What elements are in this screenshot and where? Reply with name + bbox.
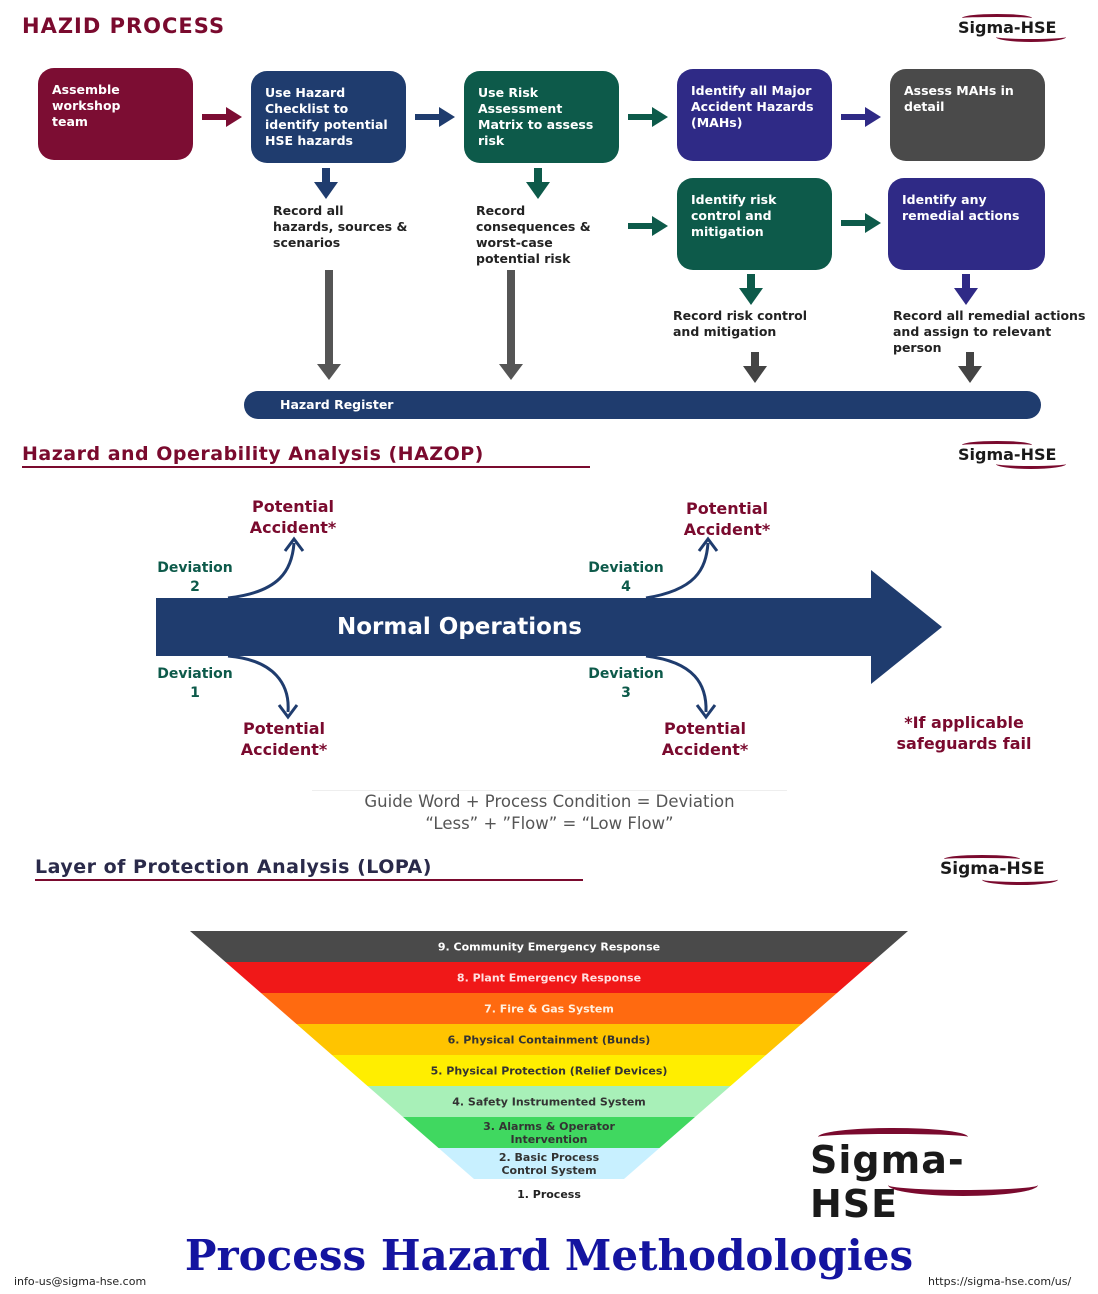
note-record-remedial: Record all remedial actions and assign t… [893, 308, 1086, 355]
hazop-title: Hazard and Operability Analysis (HAZOP) [22, 443, 484, 465]
lopa-funnel: 9. Community Emergency Response 8. Plant … [190, 931, 908, 1179]
arrow-head-icon [283, 536, 305, 552]
normal-operations-label: Normal Operations [337, 614, 582, 640]
down-arrow-icon [954, 274, 978, 305]
logo-hazop: Sigma-HSE [956, 441, 1068, 471]
right-arrow-icon [415, 107, 455, 127]
hazid-arrows [202, 107, 982, 383]
deviation-4-curve [645, 542, 710, 600]
right-arrow-icon [628, 107, 668, 127]
note-record-hazards: Record all hazards, sources & scenarios [273, 203, 408, 250]
footer-email-link[interactable]: info-us@sigma-hse.com [14, 1275, 147, 1288]
note-record-control: Record risk control and mitigation [673, 308, 808, 339]
deviation-4-label: Deviation 4 [588, 560, 664, 595]
deviation-1-label: Deviation 1 [157, 666, 233, 701]
down-arrow-icon [739, 274, 763, 305]
deviation-formula: Guide Word + Process Condition = Deviati… [312, 790, 787, 835]
hazid-title: HAZID PROCESS [22, 14, 226, 38]
lopa-layer-9 [190, 931, 908, 962]
lopa-layer-label: 5. Physical Protection (Relief Devices) [431, 1065, 668, 1078]
note-record-consequences: Record consequences & worst-case potenti… [476, 203, 591, 266]
logo-hazid: Sigma-HSE [956, 14, 1068, 44]
box-risk-matrix: Use Risk Assessment Matrix to assess ris… [464, 71, 619, 163]
footer-website-link[interactable]: https://sigma-hse.com/us/ [928, 1275, 1072, 1288]
deviation-3-label: Deviation 3 [588, 666, 664, 701]
right-arrow-icon [841, 107, 881, 127]
normal-operations-arrow [156, 570, 942, 684]
arrow-head-icon [695, 704, 717, 720]
box-remedial-actions: Identify any remedial actions [888, 178, 1045, 270]
down-arrow-icon [499, 270, 523, 380]
box-assemble-team: Assemble workshop team [38, 68, 193, 160]
page-main-title: Process Hazard Methodologies [184, 1231, 914, 1280]
hazop-title-underline [22, 466, 590, 468]
lopa-layer-6 [296, 1024, 802, 1055]
lopa-layer-2 [438, 1148, 660, 1179]
arrow-head-icon [697, 536, 719, 552]
box-identify-mahs: Identify all Major Accident Hazards (MAH… [677, 69, 832, 161]
arrow-head-icon [277, 704, 299, 720]
potential-accident-1: Potential Accident* [240, 719, 328, 759]
deviation-2-label: Deviation 2 [157, 560, 233, 595]
lopa-layer-3 [403, 1117, 695, 1148]
lopa-title-underline [35, 879, 583, 881]
hazard-register-bar: Hazard Register [244, 391, 1041, 419]
box-assess-mahs: Assess MAHs in detail [890, 69, 1045, 161]
logo-large: Sigma-HSE [808, 1128, 1048, 1226]
deviation-3-curve [645, 654, 708, 713]
lopa-layer-4 [367, 1086, 731, 1117]
lopa-layer-label: 7. Fire & Gas System [484, 1003, 614, 1016]
potential-accident-3: Potential Accident* [661, 719, 749, 759]
lopa-layer-process: 1. Process [517, 1188, 581, 1201]
down-arrow-icon [958, 352, 982, 383]
lopa-layer-label: 8. Plant Emergency Response [457, 972, 641, 985]
potential-accident-4: Potential Accident* [683, 499, 771, 539]
potential-accident-2: Potential Accident* [249, 497, 337, 537]
logo-lopa: Sigma-HSE [938, 855, 1060, 887]
right-arrow-icon [841, 213, 881, 233]
down-arrow-icon [317, 270, 341, 380]
box-hazard-checklist: Use Hazard Checklist to identify potenti… [251, 71, 406, 163]
lopa-layer-label: 6. Physical Containment (Bunds) [448, 1034, 651, 1047]
lopa-layer-label: 4. Safety Instrumented System [452, 1096, 646, 1109]
lopa-layer-5 [332, 1055, 766, 1086]
deviation-2-curve [227, 542, 296, 600]
hazop-diagram [156, 536, 942, 720]
lopa-title: Layer of Protection Analysis (LOPA) [35, 856, 432, 878]
lopa-layer-7 [261, 993, 837, 1024]
down-arrow-icon [314, 168, 338, 199]
box-risk-control: Identify risk control and mitigation [677, 178, 832, 270]
down-arrow-icon [743, 352, 767, 383]
right-arrow-icon [202, 107, 242, 127]
right-arrow-icon [628, 216, 668, 236]
lopa-layer-label: 9. Community Emergency Response [438, 941, 660, 954]
safeguards-footnote: *If applicable safeguards fail [896, 713, 1032, 753]
down-arrow-icon [526, 168, 550, 199]
deviation-1-curve [227, 654, 290, 713]
lopa-layer-8 [225, 962, 873, 993]
